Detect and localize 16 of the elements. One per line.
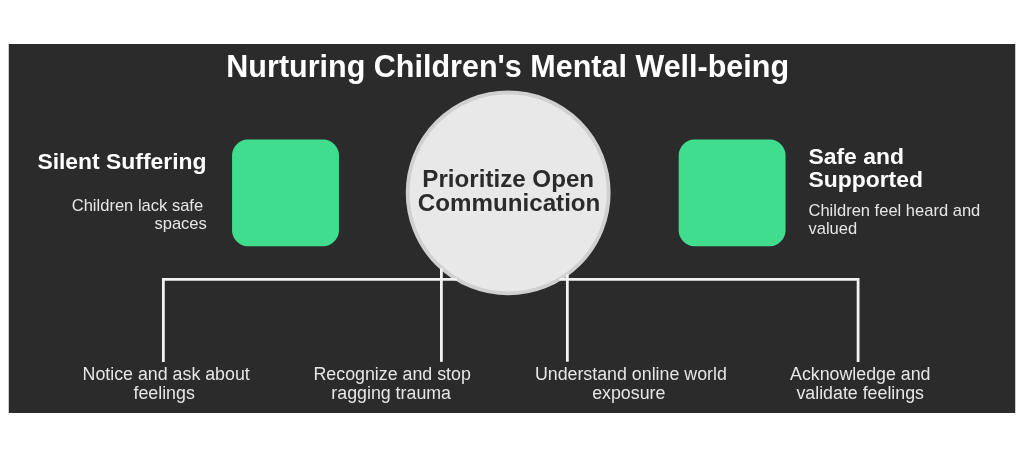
connector: [565, 274, 569, 362]
node-box: [232, 139, 339, 247]
diagram-title: Nurturing Children's Mental Well-being: [226, 49, 790, 84]
node-box: [678, 139, 786, 247]
connector: [559, 278, 860, 363]
node-circle: Prioritize Open Communication: [405, 90, 611, 296]
node-label: Children lack safe spaces: [71, 196, 207, 234]
node-label: Children feel heard and valued: [808, 201, 981, 239]
node-text: Recognize and stop ragging trauma: [313, 364, 471, 404]
node-label: Safe and Supported: [808, 143, 923, 193]
node-text: Notice and ask about feelings: [82, 364, 250, 404]
connector: [161, 278, 457, 363]
node-text: Acknowledge and validate feelings: [790, 364, 931, 404]
connector: [440, 268, 443, 362]
node-text: Understand online world exposure: [534, 364, 727, 404]
node-label: Silent Suffering: [37, 148, 207, 175]
